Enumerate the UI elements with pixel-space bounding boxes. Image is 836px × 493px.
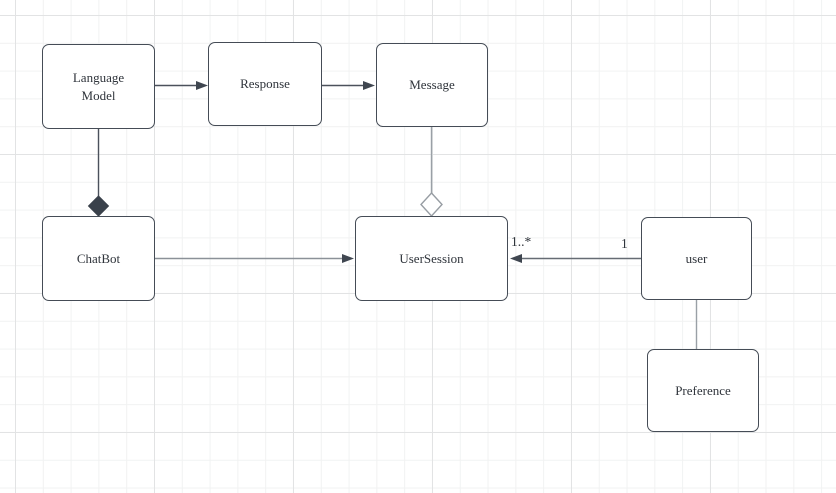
node-language-model[interactable]: Language Model [42,44,155,129]
node-message[interactable]: Message [376,43,488,127]
edge-chatbot-to-user-session[interactable] [155,254,354,263]
arrowhead-right-icon [196,81,208,90]
node-label-response: Response [240,76,290,92]
node-user[interactable]: user [641,217,752,300]
arrowhead-right-icon [363,81,375,90]
multiplicity-label-user[interactable]: 1 [621,236,628,251]
edge-language-model-to-chatbot[interactable] [87,129,110,217]
edge-user-to-user-session[interactable] [510,254,641,263]
node-label-chatbot: ChatBot [76,250,121,266]
node-label-message: Message [409,77,455,93]
node-label-user-session: UserSession [399,250,464,266]
arrowhead-right-icon [342,254,354,263]
node-chatbot[interactable]: ChatBot [42,216,155,301]
aggregation-hollow-diamond-icon [420,191,443,218]
node-label-user: user [685,250,708,266]
multiplicity-label-user-session[interactable]: 1..* [511,234,532,249]
node-label-language-model: Language Model [72,69,125,103]
node-preference[interactable]: Preference [647,349,759,432]
edge-message-to-user-session[interactable] [420,127,443,218]
node-label-preference: Preference [675,382,731,398]
arrowhead-left-icon [510,254,522,263]
edge-language-model-to-response[interactable] [155,81,208,90]
edge-response-to-message[interactable] [322,81,375,90]
composition-filled-diamond-icon [87,195,110,217]
node-user-session[interactable]: UserSession [355,216,508,301]
node-response[interactable]: Response [208,42,322,126]
